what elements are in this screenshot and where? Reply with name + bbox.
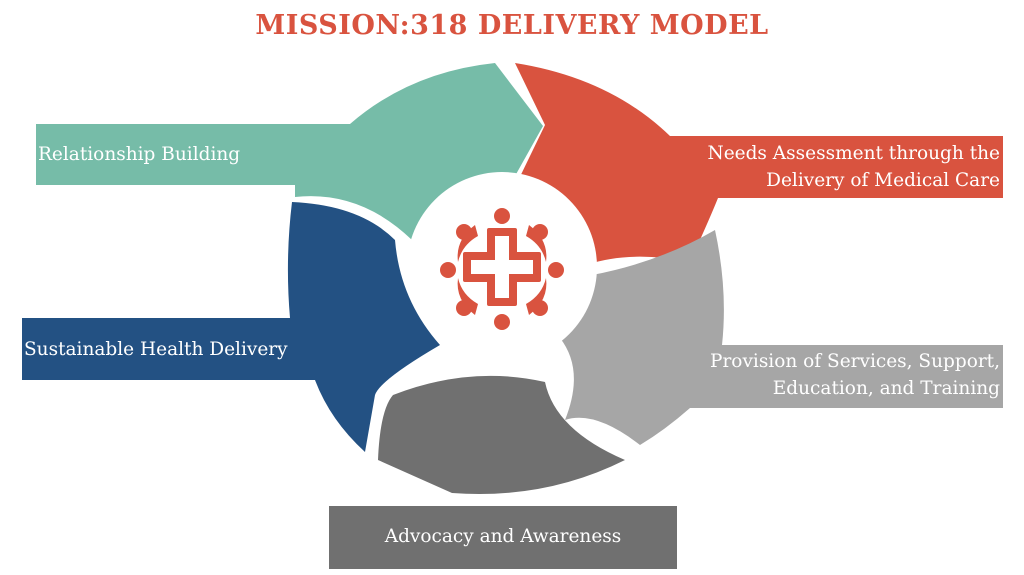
label-needs-line1: Needs Assessment through the (707, 143, 1001, 164)
segment-needs-assessment (515, 63, 1003, 265)
label-provision-line1: Provision of Services, Support, (710, 351, 1000, 372)
label-relationship-building: Relationship Building (38, 144, 241, 165)
label-needs-assessment: Needs Assessment through the Delivery of… (708, 140, 1001, 194)
segment-provision (560, 230, 1003, 445)
label-provision: Provision of Services, Support, Educatio… (710, 348, 1000, 402)
segment-relationship-building (36, 63, 543, 240)
label-provision-line2: Education, and Training (772, 378, 1000, 399)
medical-cross-people-circle-icon (440, 208, 564, 330)
advocacy-label-box (329, 506, 677, 569)
label-sustainable-health: Sustainable Health Delivery (24, 339, 288, 360)
segment-advocacy (378, 375, 625, 495)
segment-sustainable-health (22, 202, 440, 452)
label-needs-line2: Delivery of Medical Care (766, 170, 1000, 191)
diagram-title: MISSION:318 DELIVERY MODEL (255, 10, 769, 41)
label-advocacy: Advocacy and Awareness (384, 526, 622, 547)
